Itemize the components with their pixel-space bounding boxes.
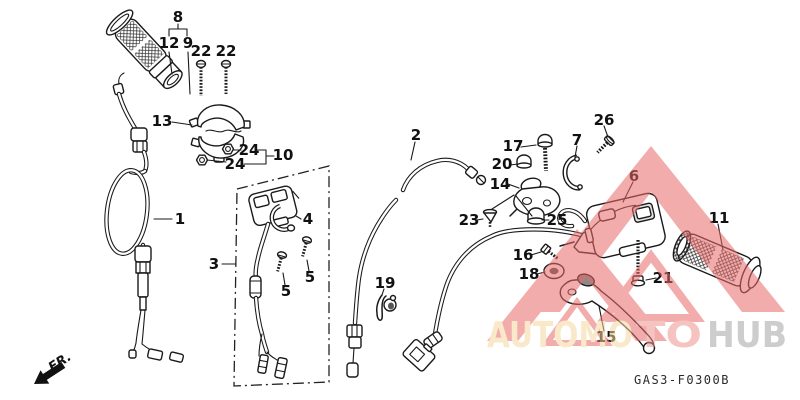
part-label-22-a: 22 bbox=[191, 42, 212, 60]
part-label-13: 13 bbox=[152, 112, 173, 130]
nut-25 bbox=[526, 207, 546, 225]
bolt-26 bbox=[596, 135, 615, 154]
part-label-25: 25 bbox=[547, 211, 568, 229]
part-label-26: 26 bbox=[594, 111, 615, 129]
part-label-22-b: 22 bbox=[216, 42, 237, 60]
watermark-logo-triangles bbox=[487, 146, 785, 346]
screw-5-b bbox=[276, 251, 288, 272]
clutch-cable bbox=[346, 157, 487, 378]
nut-24-b bbox=[195, 154, 209, 166]
watermark: AUTOMO TO HUB bbox=[487, 146, 787, 356]
left-switch-assembly bbox=[248, 185, 300, 380]
cable-guide-clamp-7 bbox=[562, 154, 583, 191]
part-label-2: 2 bbox=[411, 126, 421, 144]
nut-24-a bbox=[221, 143, 235, 155]
part-label-1: 1 bbox=[175, 210, 185, 228]
part-label-24-b: 24 bbox=[225, 155, 246, 173]
part-label-17: 17 bbox=[503, 137, 524, 155]
cable-band-clip bbox=[376, 294, 397, 321]
part-label-5-b: 5 bbox=[281, 282, 291, 300]
screw-23 bbox=[482, 208, 498, 228]
part-label-10: 10 bbox=[273, 146, 294, 164]
watermark-text-to: TO bbox=[636, 315, 702, 356]
watermark-text-hub: HUB bbox=[707, 315, 787, 356]
part-label-3: 3 bbox=[209, 255, 219, 273]
throttle-cable bbox=[104, 72, 185, 363]
switch-wire-connector bbox=[402, 208, 591, 372]
part-label-16: 16 bbox=[513, 246, 534, 264]
part-label-18: 18 bbox=[519, 265, 540, 283]
screw-22-b bbox=[220, 59, 232, 94]
screw-5-a bbox=[301, 236, 313, 257]
part-label-19: 19 bbox=[375, 274, 396, 292]
diagram-code: GAS3-F0300B bbox=[634, 373, 730, 387]
fr-direction-arrow: FR. bbox=[34, 350, 74, 384]
part-label-9: 9 bbox=[183, 34, 193, 52]
part-label-23: 23 bbox=[459, 211, 480, 229]
watermark-text: AUTOMO TO HUB bbox=[487, 315, 787, 356]
bolt-17 bbox=[537, 133, 553, 172]
part-label-5-a: 5 bbox=[305, 268, 315, 286]
part-label-4: 4 bbox=[303, 210, 313, 228]
left-grip bbox=[105, 9, 183, 90]
part-label-12: 12 bbox=[159, 34, 180, 52]
detail-box bbox=[233, 165, 330, 387]
part-label-11: 11 bbox=[709, 209, 730, 227]
part-label-7: 7 bbox=[572, 131, 582, 149]
nut-20 bbox=[516, 154, 532, 169]
part-label-20: 20 bbox=[492, 155, 513, 173]
watermark-text-automo: AUTOMO bbox=[487, 315, 633, 356]
part-label-14: 14 bbox=[490, 175, 511, 193]
part-label-8: 8 bbox=[173, 8, 183, 26]
screw-22-a bbox=[195, 59, 207, 96]
part-label-24-a: 24 bbox=[239, 141, 260, 159]
